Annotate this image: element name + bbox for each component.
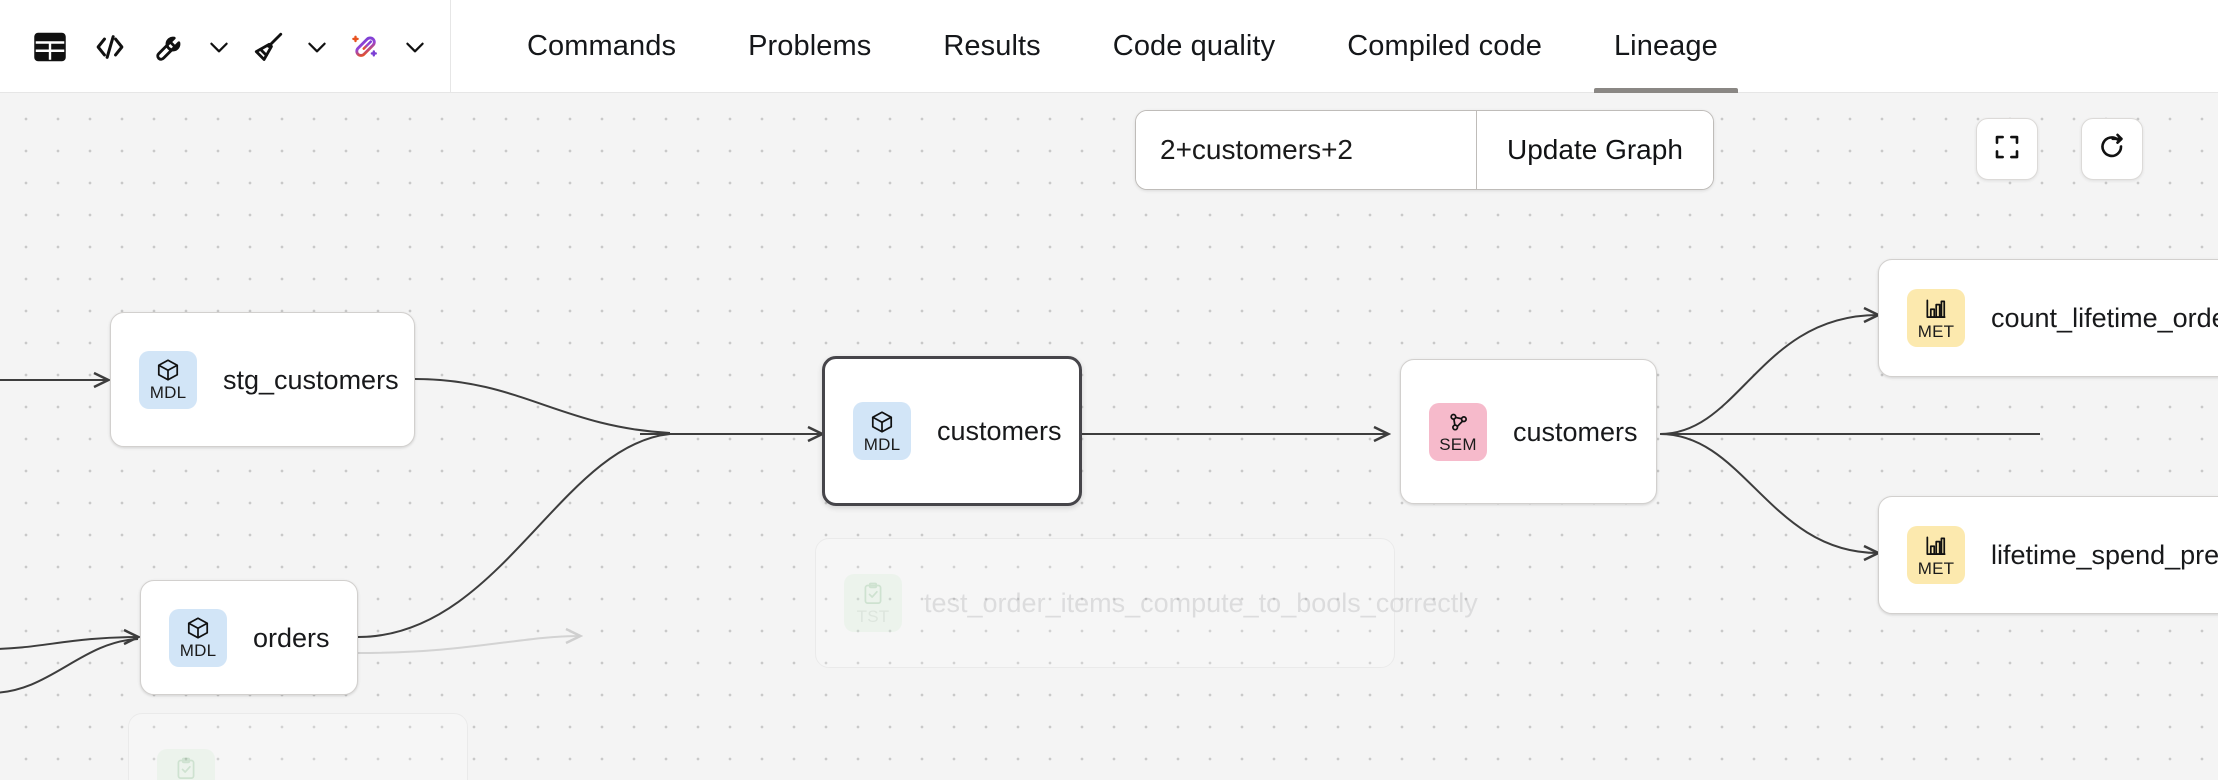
node-type-badge-tst: TST xyxy=(844,574,902,632)
tab-problems[interactable]: Problems xyxy=(712,0,907,93)
broom-icon[interactable] xyxy=(240,19,296,75)
refresh-graph-button[interactable] xyxy=(2081,118,2143,180)
lineage-node-customers-model[interactable]: MDL customers xyxy=(822,356,1082,506)
badge-label: MET xyxy=(1917,558,1955,578)
node-label: lifetime_spend_pretax xyxy=(1991,540,2218,570)
tab-commands-label: Commands xyxy=(527,30,677,62)
badge-label: MET xyxy=(1917,321,1955,341)
tab-compiled-code[interactable]: Compiled code xyxy=(1311,0,1578,93)
magic-wand-chevron-down-icon[interactable] xyxy=(398,19,432,75)
tab-problems-label: Problems xyxy=(748,30,872,62)
tab-code-quality[interactable]: Code quality xyxy=(1077,0,1311,93)
update-graph-button[interactable]: Update Graph xyxy=(1476,111,1713,189)
tab-commands[interactable]: Commands xyxy=(491,0,712,93)
clipboard-check-icon xyxy=(173,756,199,780)
lineage-node-customers-semantic[interactable]: SEM customers xyxy=(1400,359,1657,504)
fit-view-icon xyxy=(1992,132,2022,167)
badge-label: MDL xyxy=(149,383,187,402)
tab-results[interactable]: Results xyxy=(907,0,1076,93)
node-label: stg_customers xyxy=(223,364,399,395)
node-type-badge-met: MET xyxy=(1907,289,1965,347)
fit-view-button[interactable] xyxy=(1976,118,2038,180)
node-label: orders xyxy=(253,622,330,653)
lineage-node-orders[interactable]: MDL orders xyxy=(140,580,358,695)
lineage-node-lifetime-spend-pretax[interactable]: MET lifetime_spend_pretax xyxy=(1878,496,2218,614)
lineage-node-stg-customers[interactable]: MDL stg_customers xyxy=(110,312,415,447)
refresh-icon xyxy=(2097,132,2127,167)
node-label: customers xyxy=(1513,416,1638,447)
graph-search-group: Update Graph xyxy=(1135,110,1714,190)
top-toolbar: Commands Problems Results Code quality C… xyxy=(0,0,2218,93)
wrench-icon[interactable] xyxy=(142,19,198,75)
clipboard-check-icon xyxy=(860,581,886,607)
node-type-badge-tst: TST xyxy=(157,749,215,780)
lineage-node-count-lifetime-orders[interactable]: MET count_lifetime_orders xyxy=(1878,259,2218,377)
wrench-chevron-down-icon[interactable] xyxy=(202,19,236,75)
lineage-node-test-partial[interactable]: TST xyxy=(128,713,468,780)
tab-lineage-label: Lineage xyxy=(1613,30,1718,62)
tab-lineage[interactable]: Lineage xyxy=(1578,0,1754,93)
node-type-badge-mdl: MDL xyxy=(139,350,197,409)
panel-tabs: Commands Problems Results Code quality C… xyxy=(451,0,1754,93)
node-type-badge-met: MET xyxy=(1907,526,1965,584)
badge-label: SEM xyxy=(1439,435,1477,454)
tab-results-label: Results xyxy=(943,30,1041,62)
graph-network-icon xyxy=(1445,409,1471,435)
lineage-node-test-order-items[interactable]: TST test_order_items_compute_to_bools_co… xyxy=(815,538,1478,668)
node-type-badge-sem: SEM xyxy=(1429,402,1487,461)
editor-tool-group xyxy=(0,0,451,93)
tab-code-quality-label: Code quality xyxy=(1112,30,1276,62)
bar-chart-icon xyxy=(1923,533,1949,559)
lineage-canvas[interactable]: MDL stg_customers MDL orders xyxy=(0,93,2218,780)
cube-icon xyxy=(155,357,181,383)
bar-chart-icon xyxy=(1923,296,1949,322)
tab-compiled-code-label: Compiled code xyxy=(1347,30,1542,62)
cube-icon xyxy=(869,409,895,435)
table-view-icon[interactable] xyxy=(22,19,78,75)
node-label: customers xyxy=(937,416,1062,446)
magic-wand-icon[interactable] xyxy=(338,19,394,75)
node-type-badge-mdl: MDL xyxy=(169,608,227,667)
badge-label: MDL xyxy=(179,641,217,660)
node-type-badge-mdl: MDL xyxy=(853,402,911,460)
broom-chevron-down-icon[interactable] xyxy=(300,19,334,75)
badge-label: TST xyxy=(856,606,890,626)
code-icon[interactable] xyxy=(82,19,138,75)
badge-label: MDL xyxy=(863,434,901,454)
cube-icon xyxy=(185,615,211,641)
node-label: test_order_items_compute_to_bools_correc… xyxy=(924,588,1478,618)
node-label: count_lifetime_orders xyxy=(1991,303,2218,333)
graph-search-input[interactable] xyxy=(1136,111,1476,189)
